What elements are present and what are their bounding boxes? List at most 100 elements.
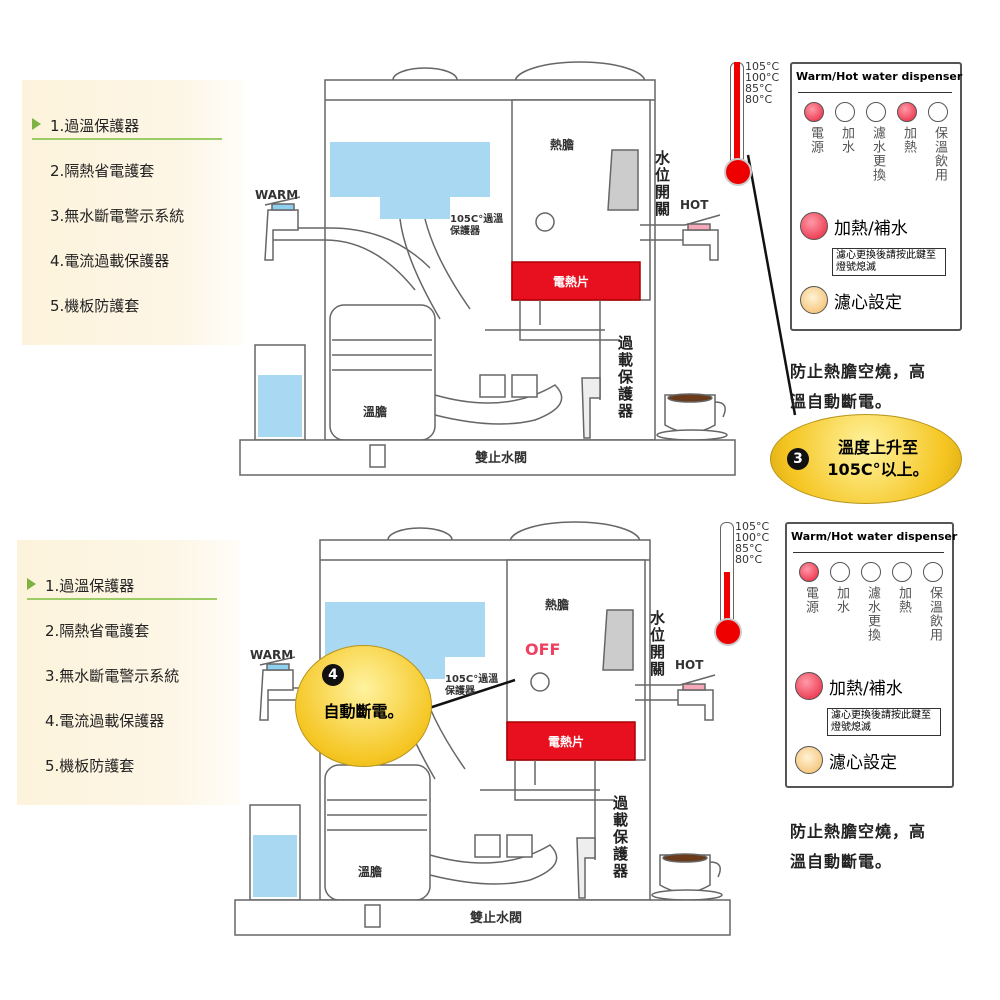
callout-bubble: 3 溫度上升至105C°以上。 (770, 414, 962, 504)
warm-label: WARM (255, 188, 299, 202)
indicator-label: 加水 (834, 586, 849, 614)
menu-item[interactable]: 3.無水斷電警示系統 (50, 207, 185, 225)
hot-tank (506, 559, 646, 761)
step-number: 4 (322, 664, 344, 686)
menu-underline (32, 138, 222, 140)
hot-label: HOT (680, 198, 709, 212)
filter-setting-button[interactable] (795, 746, 823, 774)
feature-menu: 1.過溫保護器 2.隔熱省電護套 3.無水斷電警示系統 4.電流過載保護器 5.機板防護… (17, 540, 240, 805)
feature-menu: 1.過溫保護器 2.隔熱省電護套 3.無水斷電警示系統 4.電流過載保護器 5.機板防護… (22, 80, 245, 345)
hot-faucet (682, 214, 721, 261)
overload-protector (581, 377, 601, 439)
fuse-label: 105C°過溫保護器 (445, 674, 499, 697)
off-status: OFF (525, 640, 561, 659)
filter-tooltip: 濾心更換後請按此鍵至燈號熄滅 (827, 708, 941, 736)
glass (254, 344, 306, 441)
thermometer-tick: 80°C (735, 553, 763, 566)
thermometer-level (724, 572, 730, 635)
valve-label: 雙止水閥 (475, 451, 528, 466)
thermometer-tick: 85°C (745, 82, 773, 95)
hot-label: HOT (675, 658, 704, 672)
note-line: 防止熱膽空燒，高 (790, 362, 927, 381)
glass (249, 804, 301, 901)
overload-label: 過載保護器 (611, 795, 629, 880)
menu-item[interactable]: 1.過溫保護器 (26, 577, 135, 595)
control-panel-title: Warm/Hot water dispenser (791, 530, 958, 543)
menu-item[interactable]: 5.機板防護套 (45, 757, 135, 775)
lid (509, 521, 641, 563)
level-switch-body (602, 609, 634, 671)
indicator-label: 加熱 (896, 586, 911, 614)
menu-item[interactable]: 4.電流過載保護器 (45, 712, 165, 730)
warm-faucet (264, 196, 301, 261)
level-switch-label: 水位開關 (653, 150, 671, 218)
callout-bubble: 4 自動斷電。 (295, 645, 432, 767)
menu-item[interactable]: 2.隔熱省電護套 (45, 622, 150, 640)
indicator-label: 濾水更換 (870, 126, 885, 182)
indicator-led (923, 562, 943, 582)
indicator-led (830, 562, 850, 582)
hot-tank (511, 99, 651, 301)
control-panel: Warm/Hot water dispenser 電源 加水 濾水更換 加熱 保… (785, 522, 958, 788)
dispenser-body (324, 79, 656, 441)
indicator-led (799, 562, 819, 582)
step-number: 3 (787, 448, 809, 470)
note-line: 溫自動斷電。 (790, 852, 893, 871)
indicator-led (866, 102, 886, 122)
filter-tooltip: 濾心更換後請按此鍵至燈號熄滅 (832, 248, 946, 276)
heat-refill-label: 加熱/補水 (834, 219, 908, 239)
indicator-led (897, 102, 917, 122)
level-switch-body (607, 149, 639, 211)
water-tank (330, 142, 490, 219)
menu-item[interactable]: 5.機板防護套 (50, 297, 140, 315)
indicator-led (804, 102, 824, 122)
indicator-label: 保溫飲用 (927, 586, 942, 642)
callout-text: 自動斷電。 (323, 702, 404, 721)
indicator-label: 電源 (808, 126, 823, 154)
fuse-label: 105C°過溫保護器 (450, 214, 504, 237)
menu-item[interactable]: 2.隔熱省電護套 (50, 162, 155, 180)
divider (798, 92, 952, 93)
menu-item[interactable]: 1.過溫保護器 (31, 117, 140, 135)
thermometer-tick: 100°C (745, 71, 780, 84)
filter-setting-button[interactable] (800, 286, 828, 314)
overload-label: 過載保護器 (616, 335, 634, 420)
indicator-led (835, 102, 855, 122)
heat-refill-label: 加熱/補水 (829, 679, 903, 699)
coffee-cup (659, 854, 721, 894)
thermometer-bulb (724, 158, 752, 186)
hot-tank-label: 熱膽 (545, 598, 570, 612)
thermometer-level (734, 62, 740, 175)
fuse-symbol (530, 672, 550, 692)
control-panel: Warm/Hot water dispenser 電源 加水 濾水更換 加熱 保… (790, 62, 962, 331)
warm-label: WARM (250, 648, 294, 662)
warm-faucet (259, 656, 296, 721)
lid (387, 527, 453, 553)
menu-item[interactable]: 4.電流過載保護器 (50, 252, 170, 270)
heater-label: 電熱片 (553, 275, 590, 289)
level-switch-label: 水位開關 (648, 610, 666, 678)
thermometer-tick: 100°C (735, 531, 770, 544)
menu-item[interactable]: 3.無水斷電警示系統 (45, 667, 180, 685)
fuse-symbol (535, 212, 555, 232)
indicator-label: 濾水更換 (865, 586, 880, 642)
control-panel-title: Warm/Hot water dispenser (796, 70, 963, 83)
hot-faucet (677, 674, 716, 721)
heat-refill-button[interactable] (800, 212, 828, 240)
divider (793, 552, 944, 553)
indicator-led (928, 102, 948, 122)
note-line: 溫自動斷電。 (790, 392, 893, 411)
heat-refill-button[interactable] (795, 672, 823, 700)
indicator-label: 加熱 (901, 126, 916, 154)
hot-tank-label: 熱膽 (550, 138, 575, 152)
heater-label: 電熱片 (548, 735, 585, 749)
warm-tank-label: 溫膽 (358, 865, 383, 879)
valve-label: 雙止水閥 (470, 911, 523, 926)
lid (392, 67, 458, 93)
thermometer-tick: 85°C (735, 542, 763, 555)
indicator-label: 電源 (803, 586, 818, 614)
indicator-label: 加水 (839, 126, 854, 154)
note-line: 防止熱膽空燒，高 (790, 822, 927, 841)
lid (514, 61, 646, 103)
indicator-led (892, 562, 912, 582)
